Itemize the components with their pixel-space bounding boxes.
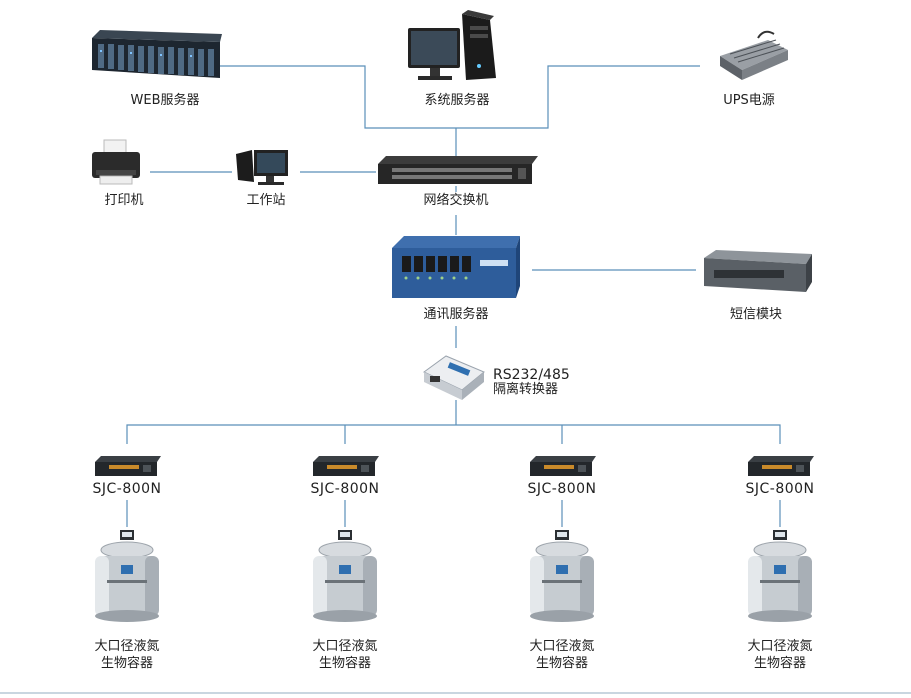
ups-icon <box>720 30 788 80</box>
bottom-divider <box>0 692 911 694</box>
network-switch-label: 网络交换机 <box>423 193 489 208</box>
tank-label-line1: 大口径液氮 <box>747 639 813 654</box>
controller-device-icon <box>313 456 379 476</box>
controller-model-label: SJC-800N <box>310 481 380 497</box>
network-switch-icon <box>378 156 538 184</box>
liquid-nitrogen-tank-icon <box>530 530 594 622</box>
printer-label: 打印机 <box>104 193 144 208</box>
web-server-icon <box>92 30 222 78</box>
communication-server-icon <box>392 236 520 298</box>
controller-model-label: SJC-800N <box>527 481 597 497</box>
tank-label-line2: 生物容器 <box>318 656 372 671</box>
tank-label-line1: 大口径液氮 <box>94 639 160 654</box>
controller-model-label: SJC-800N <box>745 481 815 497</box>
system-server-label: 系统服务器 <box>424 93 490 108</box>
communication-server-label: 通讯服务器 <box>423 307 489 322</box>
converter-label-line1: RS232/485 <box>493 367 570 383</box>
controller-model-label: SJC-800N <box>92 481 162 497</box>
liquid-nitrogen-tank-icon <box>748 530 812 622</box>
tank-label-line2: 生物容器 <box>535 656 589 671</box>
tank-label-line2: 生物容器 <box>753 656 807 671</box>
tank-label-line2: 生物容器 <box>100 656 154 671</box>
liquid-nitrogen-tank-icon <box>313 530 377 622</box>
sms-module-label: 短信模块 <box>729 307 783 322</box>
workstation-icon <box>236 150 288 185</box>
controller-device-icon <box>95 456 161 476</box>
converter-label-line2: 隔离转换器 <box>493 382 559 397</box>
printer-icon <box>92 139 140 185</box>
connection-lines <box>126 65 781 527</box>
workstation-label: 工作站 <box>246 193 286 208</box>
ups-label: UPS电源 <box>723 93 775 108</box>
tank-label-line1: 大口径液氮 <box>312 639 378 654</box>
controller-group <box>95 456 814 622</box>
sms-module-icon <box>704 250 812 292</box>
rs232-485-converter-icon <box>423 355 485 400</box>
tank-label-line1: 大口径液氮 <box>529 639 595 654</box>
controller-device-icon <box>530 456 596 476</box>
controller-device-icon <box>748 456 814 476</box>
liquid-nitrogen-tank-icon <box>95 530 159 622</box>
system-server-icon <box>408 10 496 80</box>
web-server-label: WEB服务器 <box>130 93 200 108</box>
